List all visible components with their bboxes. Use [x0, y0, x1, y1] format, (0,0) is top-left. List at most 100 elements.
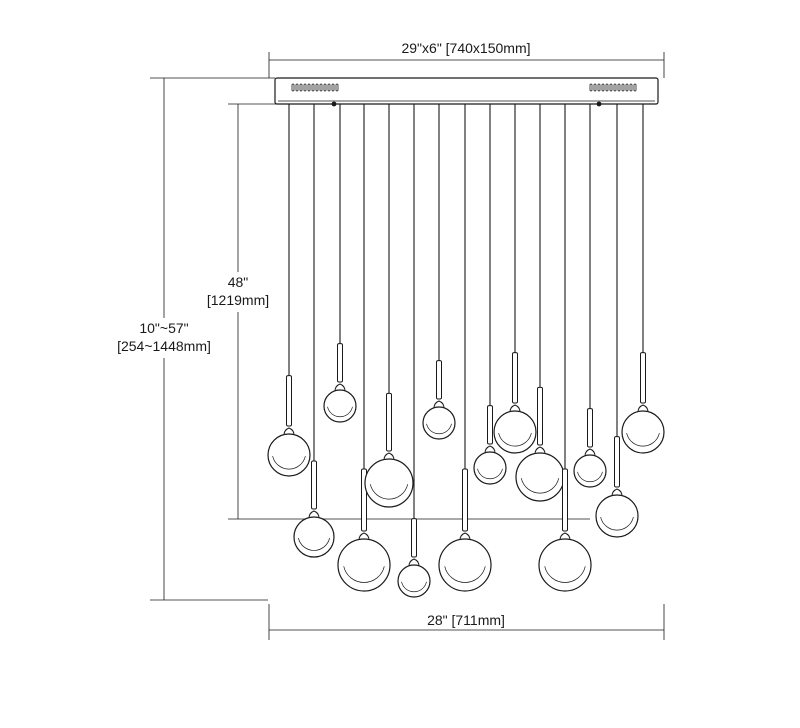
- pendant-stem: [462, 468, 468, 532]
- pendant: [573, 104, 607, 488]
- pendant-socket-cap: [584, 448, 596, 457]
- cord-length-label-in: 48": [228, 274, 249, 290]
- pendant-globe: [364, 458, 414, 508]
- pendant-globe: [493, 410, 537, 454]
- pendant-socket-cap: [408, 558, 420, 567]
- pendant: [267, 104, 311, 477]
- pendant: [422, 104, 456, 440]
- pendant-socket-cap: [459, 532, 471, 541]
- pendant-globe: [621, 410, 665, 454]
- pendant-stem: [386, 392, 392, 452]
- cord-length-dimension: 48" [1219mm]: [198, 103, 590, 520]
- vent-slot: [327, 83, 331, 92]
- vent-slot: [613, 83, 617, 92]
- pendant-globe: [293, 516, 335, 558]
- pendant-globe: [515, 452, 565, 502]
- pendant-globe: [473, 451, 507, 485]
- pendant-globe: [267, 433, 311, 477]
- pendant-globe-inner-rim: [577, 471, 603, 483]
- pendant-globe-inner-rim: [600, 516, 634, 531]
- canopy-width-label: 29"x6" [740x150mm]: [401, 40, 530, 56]
- pendant-globe-inner-rim: [298, 537, 330, 551]
- pendant-globe: [573, 454, 607, 488]
- pendant-stem: [614, 436, 620, 488]
- pendant-socket-cap: [334, 383, 346, 392]
- vent-slot: [331, 83, 335, 92]
- pendant: [515, 104, 565, 502]
- pendant: [323, 104, 357, 423]
- pendant-stem: [587, 408, 593, 448]
- pendant-globe-inner-rim: [343, 566, 385, 583]
- vent-slot: [307, 83, 311, 92]
- pendant-stem: [562, 468, 568, 532]
- pendant: [397, 104, 431, 598]
- vent-slot: [593, 83, 597, 92]
- vent-slot: [609, 83, 613, 92]
- cord-length-label-mask: [198, 272, 278, 312]
- vent-slot: [303, 83, 307, 92]
- pendant-stem: [311, 460, 317, 510]
- pendant-globe-inner-rim: [426, 423, 452, 435]
- vent-slot: [597, 83, 601, 92]
- canopy: [274, 77, 659, 107]
- pendant-socket-cap: [534, 446, 546, 455]
- pendant-globe-inner-rim: [369, 484, 409, 500]
- vent-slot: [311, 83, 315, 92]
- pendant-socket-cap: [433, 400, 445, 409]
- overall-height-label-in: 10"~57": [139, 320, 188, 336]
- pendant: [621, 104, 665, 454]
- pendant-globe-inner-rim: [444, 566, 486, 583]
- pendant-globe: [323, 389, 357, 423]
- canopy-width-dimension: 29"x6" [740x150mm]: [268, 40, 665, 78]
- pendant-stem: [640, 352, 646, 404]
- vent-slot: [605, 83, 609, 92]
- pendant-stem: [537, 386, 543, 446]
- pendant-globe: [337, 538, 391, 592]
- pendant-globe-inner-rim: [626, 432, 660, 447]
- vent-slot: [625, 83, 629, 92]
- pendant-stem: [512, 352, 518, 404]
- pendant-socket-cap: [383, 452, 395, 461]
- vent-slot: [335, 83, 339, 92]
- pendant: [364, 104, 414, 508]
- pendant-socket-cap: [509, 404, 521, 413]
- canopy-vent-right: [589, 83, 637, 92]
- vent-slot: [291, 83, 295, 92]
- pendant-globe: [538, 538, 592, 592]
- pendant-globe-inner-rim: [477, 468, 503, 480]
- pendant-socket-cap: [308, 510, 320, 519]
- pendant-globe-inner-rim: [544, 566, 586, 583]
- pendant-stem: [286, 375, 292, 427]
- mounting-screw-left: [331, 101, 337, 107]
- pendant-socket-cap: [358, 532, 370, 541]
- pendant-globe-inner-rim: [520, 478, 560, 494]
- mounting-screw-right: [596, 101, 602, 107]
- pendant-globe-inner-rim: [498, 432, 532, 447]
- pendant-stem: [436, 360, 442, 400]
- canopy-vent-left: [291, 83, 339, 92]
- pendant-socket-cap: [611, 488, 623, 497]
- pendant-globe-inner-rim: [272, 455, 306, 470]
- vent-slot: [299, 83, 303, 92]
- fixture-width-label: 28" [711mm]: [427, 612, 505, 628]
- pendant-globe: [397, 564, 431, 598]
- overall-height-label-mask: [112, 318, 218, 358]
- pendant-globe: [595, 494, 639, 538]
- pendant-globe-inner-rim: [401, 581, 427, 593]
- pendant-globe-inner-rim: [327, 406, 353, 418]
- vent-slot: [629, 83, 633, 92]
- pendant: [595, 104, 639, 538]
- canopy-plate: [274, 77, 659, 105]
- pendant-group: [267, 104, 665, 598]
- vent-slot: [621, 83, 625, 92]
- pendant-globe: [438, 538, 492, 592]
- pendant-socket-cap: [484, 445, 496, 454]
- pendant-stem: [487, 405, 493, 445]
- vent-slot: [295, 83, 299, 92]
- pendant-socket-cap: [283, 427, 295, 436]
- pendant: [438, 104, 492, 592]
- vent-slot: [617, 83, 621, 92]
- cord-length-label-mm: [1219mm]: [207, 292, 269, 308]
- vent-slot: [601, 83, 605, 92]
